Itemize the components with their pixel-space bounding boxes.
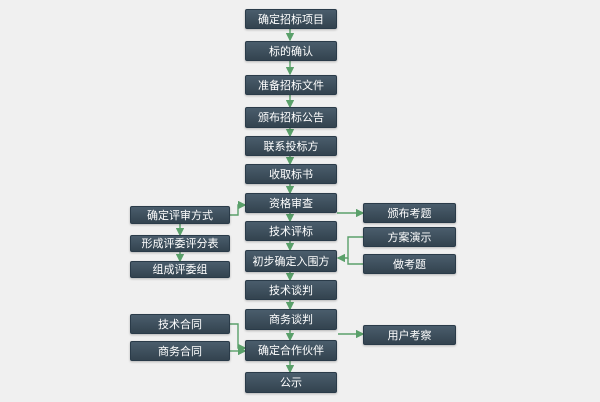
evaluation-box: 确定评审方式 <box>130 206 230 224</box>
exam-issue-box: 颁布考题 <box>363 203 456 223</box>
step-box: 商务谈判 <box>245 309 337 330</box>
exam-task-box: 做考题 <box>363 254 456 274</box>
evaluation-box: 形成评委评分表 <box>130 235 230 252</box>
step-box: 确定合作伙伴 <box>245 340 337 361</box>
user-review-box: 用户考察 <box>363 325 456 345</box>
contract-box: 技术合同 <box>130 314 230 334</box>
evaluation-box: 组成评委组 <box>130 261 230 278</box>
step-box: 确定招标项目 <box>245 9 337 29</box>
step-box: 收取标书 <box>245 164 337 184</box>
step-box: 技术谈判 <box>245 280 337 300</box>
step-box: 标的确认 <box>245 41 337 61</box>
step-box: 颁布招标公告 <box>245 107 337 128</box>
step-box: 公示 <box>245 372 337 393</box>
step-box: 初步确定入围方 <box>245 250 337 272</box>
exam-task-box: 方案演示 <box>363 227 456 247</box>
step-box: 资格审查 <box>245 193 337 213</box>
step-box: 技术评标 <box>245 221 337 241</box>
step-box: 准备招标文件 <box>245 75 337 95</box>
step-box: 联系投标方 <box>245 136 337 156</box>
contract-box: 商务合同 <box>130 341 230 361</box>
